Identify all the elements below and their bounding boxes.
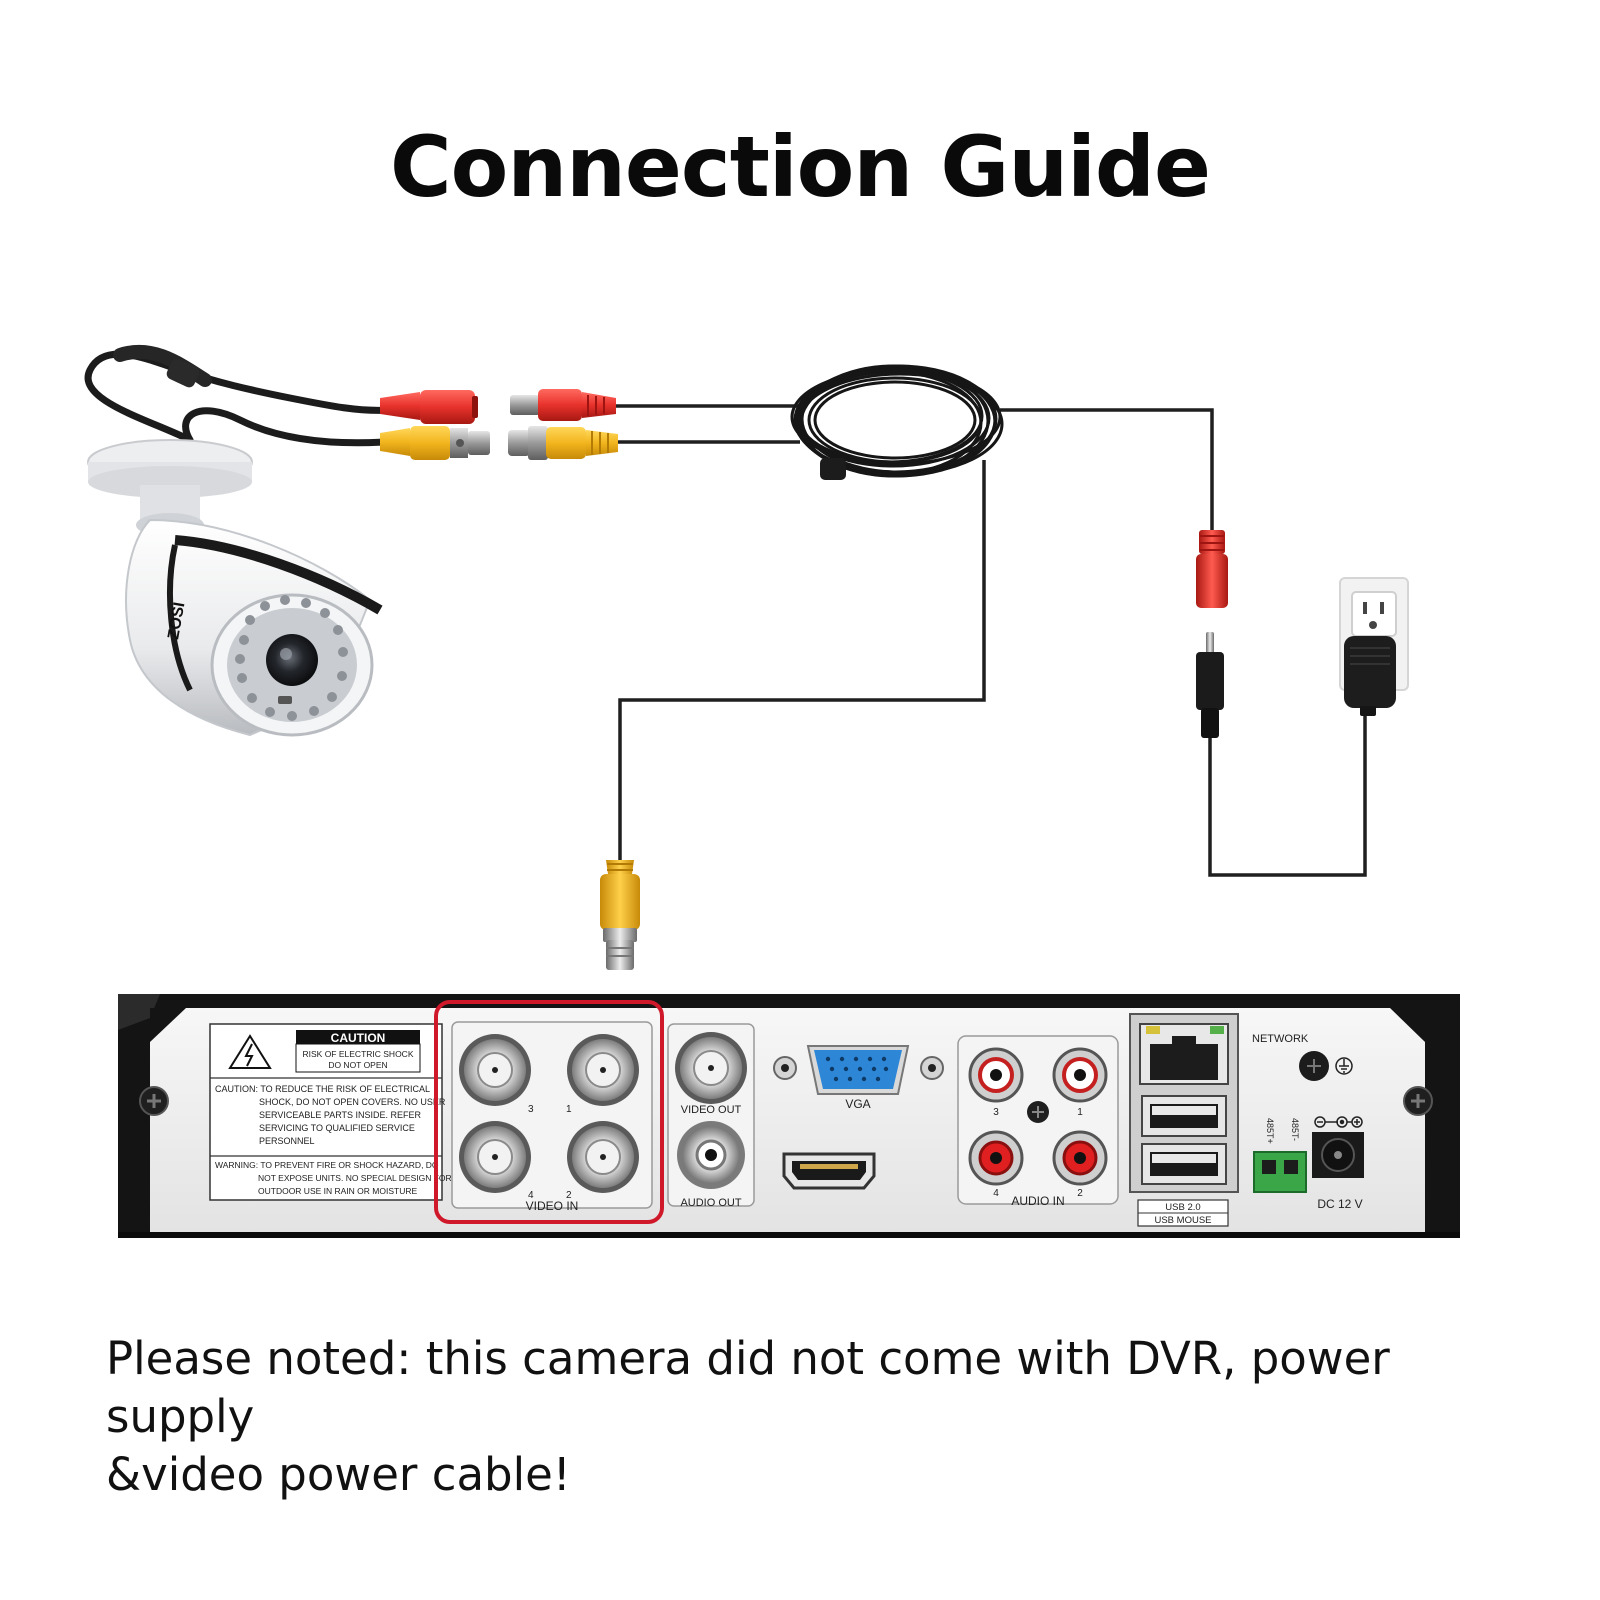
audio-in-number-4: 4 (993, 1188, 999, 1199)
usb-port-2[interactable] (1141, 1143, 1227, 1185)
warning-text-3: OUTDOOR USE IN RAIN OR MOISTURE (258, 1186, 417, 1196)
video-in-number-3: 3 (528, 1104, 534, 1115)
extension-cable (508, 364, 1228, 970)
usb-label-1: USB 2.0 (1165, 1202, 1200, 1213)
caution-sub-1: RISK OF ELECTRIC SHOCK (303, 1049, 414, 1059)
video-in-number-4: 4 (528, 1190, 534, 1201)
ir-led-ring (235, 595, 348, 721)
usb-label-2: USB MOUSE (1154, 1215, 1211, 1226)
vga-port[interactable] (773, 1045, 944, 1095)
video-in-label: VIDEO IN (526, 1199, 579, 1213)
warning-text-2: NOT EXPOSE UNITS. NO SPECIAL DESIGN FOR (258, 1173, 452, 1183)
network-usb-stack: USB 2.0 USB MOUSE (1129, 1013, 1239, 1227)
vga-label: VGA (845, 1097, 870, 1111)
network-label: NETWORK (1252, 1033, 1309, 1045)
extension-video-plug-dvr (600, 860, 640, 970)
audio-in-port-3[interactable] (968, 1047, 1024, 1103)
extension-power-plug (510, 389, 616, 421)
camera-power-connector (380, 390, 478, 424)
dc-label: DC 12 V (1317, 1197, 1362, 1211)
power-extension-line (1000, 408, 1214, 530)
caution-sub-2: DO NOT OPEN (328, 1060, 387, 1070)
camera: ZOSI (84, 344, 490, 737)
output-group: VIDEO OUT AUDIO OUT (667, 1023, 755, 1209)
cable-lines (616, 404, 1367, 877)
rs485-terminal-block[interactable] (1253, 1151, 1307, 1193)
video-in-port-3[interactable] (459, 1034, 531, 1106)
screw-left (139, 1086, 169, 1116)
caution-text-5: PERSONNEL (259, 1136, 315, 1146)
page-title: Connection Guide (389, 118, 1211, 216)
dc-power-jack[interactable] (1312, 1132, 1364, 1178)
audio-in-port-4[interactable] (968, 1130, 1024, 1186)
ground-terminal (1299, 1051, 1353, 1081)
audio-in-number-1: 1 (1077, 1107, 1083, 1118)
video-in-number-1: 1 (566, 1104, 572, 1115)
ethernet-port[interactable] (1139, 1023, 1229, 1085)
video-out-label: VIDEO OUT (681, 1104, 742, 1116)
rs485-minus-label: 485T- (1290, 1118, 1300, 1141)
cable-coil (790, 364, 1004, 478)
hdmi-port[interactable] (782, 1152, 876, 1190)
warning-text-1: WARNING: TO PREVENT FIRE OR SHOCK HAZARD… (215, 1160, 439, 1170)
disclaimer-line-2: &video power cable! (106, 1448, 571, 1501)
power-adapter (1196, 577, 1409, 738)
audio-out-port[interactable] (677, 1121, 745, 1189)
camera-video-connector (380, 426, 490, 460)
caution-header: CAUTION (331, 1031, 386, 1045)
caution-label: CAUTION RISK OF ELECTRIC SHOCK DO NOT OP… (209, 1023, 452, 1201)
extension-power-socket (1196, 530, 1228, 608)
caution-text-1: CAUTION: TO REDUCE THE RISK OF ELECTRICA… (215, 1084, 430, 1094)
lightning-warning-icon (228, 1034, 272, 1069)
video-in-port-1[interactable] (567, 1034, 639, 1106)
audio-in-port-2[interactable] (1052, 1130, 1108, 1186)
video-out-port[interactable] (675, 1032, 747, 1104)
caution-text-4: SERVICING TO QUALIFIED SERVICE (259, 1123, 415, 1133)
usb-port-1[interactable] (1141, 1095, 1227, 1137)
ground-icon (1335, 1057, 1353, 1075)
disclaimer-line-1: Please noted: this camera did not come w… (106, 1332, 1390, 1443)
disclaimer-note: Please noted: this camera did not come w… (106, 1330, 1526, 1504)
caution-text-2: SHOCK, DO NOT OPEN COVERS. NO USER (259, 1097, 446, 1107)
video-in-port-2[interactable] (567, 1121, 639, 1193)
audio-in-port-1[interactable] (1052, 1047, 1108, 1103)
extension-video-plug (508, 426, 618, 460)
dvr-rear-panel: CAUTION RISK OF ELECTRIC SHOCK DO NOT OP… (118, 994, 1460, 1238)
video-in-highlight (434, 1000, 664, 1224)
audio-in-group: 3 1 4 2 AUDIO IN (957, 1035, 1119, 1208)
screw-right (1403, 1086, 1433, 1116)
video-in-group: 3 1 4 2 VIDEO IN (451, 1021, 653, 1213)
wall-adapter-body (1344, 636, 1396, 716)
rs485-plus-label: 485T+ (1265, 1118, 1275, 1144)
video-in-number-2: 2 (566, 1190, 572, 1201)
audio-in-label: AUDIO IN (1011, 1194, 1064, 1208)
audio-in-screw (1027, 1101, 1049, 1123)
dc-polarity-icon (1314, 1116, 1363, 1128)
camera-pigtail-cable (84, 350, 394, 444)
video-in-port-4[interactable] (459, 1121, 531, 1193)
adapter-plug (1196, 632, 1224, 738)
camera-lens (266, 634, 318, 686)
adapter-line (1208, 700, 1367, 877)
camera-brand-label: ZOSI (165, 601, 188, 641)
video-extension-line (618, 460, 986, 860)
audio-in-number-2: 2 (1077, 1188, 1083, 1199)
audio-in-number-3: 3 (993, 1107, 999, 1118)
caution-text-3: SERVICEABLE PARTS INSIDE. REFER (259, 1110, 422, 1120)
audio-out-label: AUDIO OUT (680, 1197, 741, 1209)
